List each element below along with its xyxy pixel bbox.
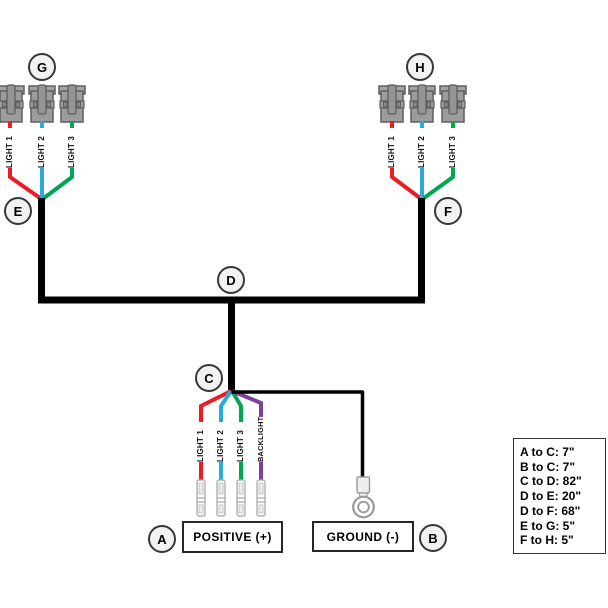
wire-label-backlight: BACKLIGHT [256,416,266,462]
legend-box: A to C: 7" B to C: 7" C to D: 82" D to E… [513,438,606,554]
light-connector [0,84,25,123]
light-connector [408,84,436,123]
node-badge-g: G [28,53,56,81]
legend-line: A to C: 7" [520,445,575,459]
wire-label-light3: LIGHT 3 [67,128,77,168]
bullet-terminal [236,479,246,517]
main-harness [38,198,425,392]
legend-line: E to G: 5" [520,518,576,533]
legend-line: C to D: 82" [520,474,582,489]
bullet-terminal [256,479,266,517]
ring-terminal [352,476,375,519]
node-badge-c: C [195,364,223,392]
ground-terminal-box: GROUND (-) [312,521,414,552]
light-connector [58,84,86,123]
node-badge-d: D [217,266,245,294]
wire-label-light1: LIGHT 1 [196,422,206,462]
legend-line: D to E: 20" [520,489,582,504]
node-badge-b: B [419,524,447,552]
wire-ground [231,390,365,477]
wire-label-light2: LIGHT 2 [417,128,427,168]
node-badge-a: A [148,525,176,553]
bullet-terminal [196,479,206,517]
connector-set-right [378,84,467,123]
connector-set-left [0,84,86,123]
light-connector [28,84,56,123]
wire-label-light2: LIGHT 2 [37,128,47,168]
node-badge-f: F [434,197,462,225]
bullet-terminal [216,479,226,517]
output-wires [199,389,263,480]
wire-label-light1: LIGHT 1 [387,128,397,168]
wire-label-light2: LIGHT 2 [216,422,226,462]
positive-terminals [196,479,266,517]
node-badge-h: H [406,53,434,81]
legend-line: F to H: 5" [520,533,574,548]
wire-label-light3: LIGHT 3 [448,128,458,168]
light-connector [439,84,467,123]
wire-label-light3: LIGHT 3 [236,422,246,462]
wire-label-light1: LIGHT 1 [5,128,15,168]
node-badge-e: E [4,197,32,225]
legend-line: D to F: 68" [520,503,581,518]
positive-terminal-box: POSITIVE (+) [182,521,283,553]
legend-line: B to C: 7" [520,459,576,474]
light-connector [378,84,406,123]
